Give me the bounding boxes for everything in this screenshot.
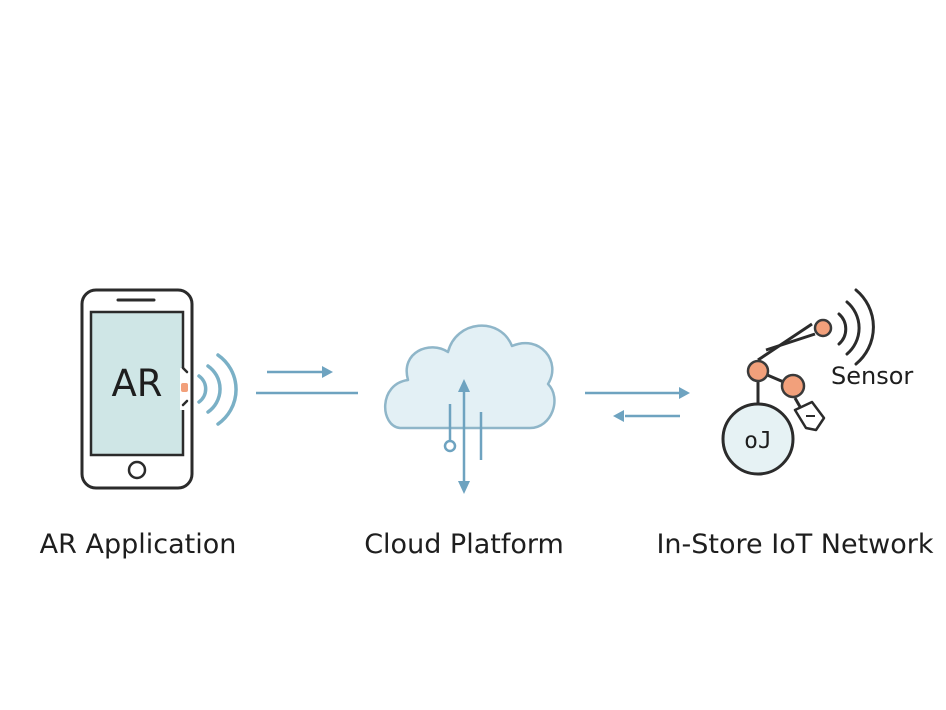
phone-wireless-signal-icon bbox=[197, 353, 238, 426]
caption-cloud-platform: Cloud Platform bbox=[364, 529, 564, 560]
sensor-label: Sensor bbox=[831, 362, 913, 390]
smartphone-icon: AR bbox=[80, 288, 194, 490]
sensor-wireless-signal-icon bbox=[837, 288, 875, 366]
cloud-shape bbox=[384, 324, 556, 430]
caption-iot-network: In-Store IoT Network bbox=[656, 529, 934, 560]
phone-screen-text: AR bbox=[111, 362, 162, 405]
iot-hub-label: oJ bbox=[744, 428, 772, 454]
iot-hub-icon: oJ bbox=[721, 402, 795, 476]
cloud-icon bbox=[384, 324, 556, 494]
phone-signal-emitter bbox=[181, 383, 188, 392]
phone-screen bbox=[89, 310, 185, 457]
caption-ar-application: AR Application bbox=[39, 529, 237, 560]
phone-to-cloud-arrows bbox=[256, 366, 358, 395]
robot-arm-icon bbox=[746, 318, 833, 432]
phone-home-button bbox=[127, 460, 147, 480]
cloud-iot-arrows bbox=[585, 387, 690, 422]
